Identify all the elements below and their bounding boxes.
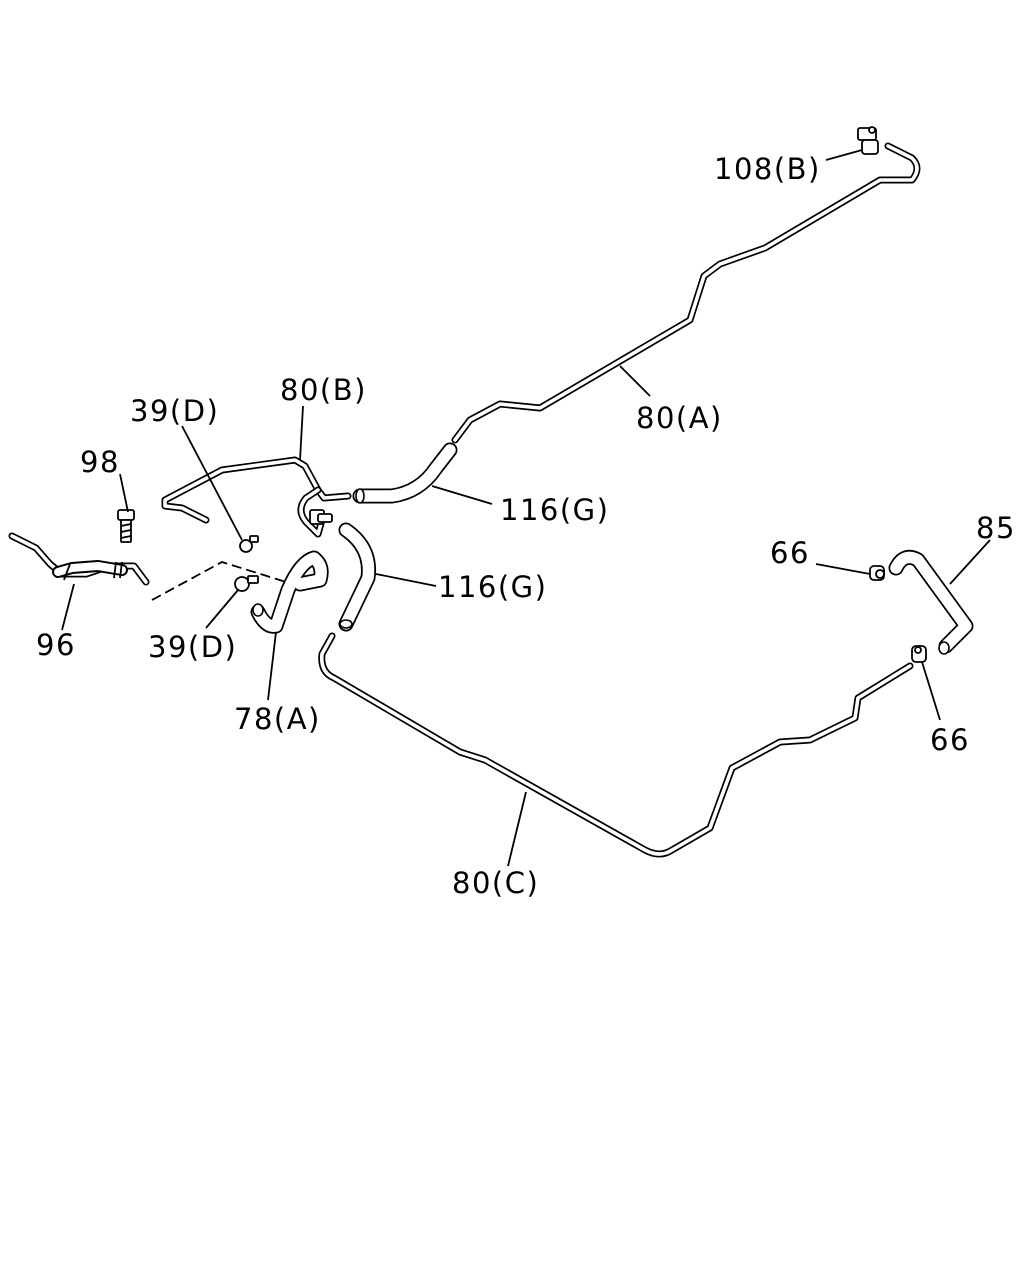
- assembly-dashed-line: [151, 561, 287, 601]
- callout-116g-bottom: 116(G): [438, 570, 547, 604]
- leader-lines: [61, 149, 991, 867]
- hose-78a: [250, 550, 329, 634]
- callout-39d-top: 39(D): [130, 394, 219, 428]
- callout-96: 96: [36, 628, 76, 662]
- hose-116g-upper: [352, 442, 458, 504]
- callout-80c: 80(C): [452, 866, 539, 900]
- callout-108b: 108(B): [714, 152, 821, 186]
- callout-80b: 80(B): [280, 373, 367, 407]
- pipe-96: [8, 532, 150, 586]
- clip-39d-top: [239, 535, 259, 553]
- bolt-98: [117, 509, 135, 543]
- callout-80a: 80(A): [636, 401, 723, 435]
- clip-108b: [857, 126, 879, 155]
- hose-85: [888, 549, 974, 655]
- callout-85: 85: [976, 511, 1016, 545]
- callout-39d-bottom: 39(D): [148, 630, 237, 664]
- clip-39d-bottom: [234, 575, 259, 592]
- callout-66-right: 66: [930, 723, 970, 757]
- pipe-80b: [161, 456, 352, 538]
- clip-66-right: [911, 645, 927, 663]
- callout-98: 98: [80, 445, 120, 479]
- hose-116g-lower: [338, 522, 377, 632]
- callout-78a: 78(A): [234, 702, 321, 736]
- clip-66-left: [869, 565, 885, 581]
- pipe-80c: [318, 632, 914, 858]
- clip-junction: [309, 509, 333, 525]
- callout-116g-top: 116(G): [500, 493, 609, 527]
- callout-66-left: 66: [770, 536, 810, 570]
- pipe-80a: [451, 142, 921, 444]
